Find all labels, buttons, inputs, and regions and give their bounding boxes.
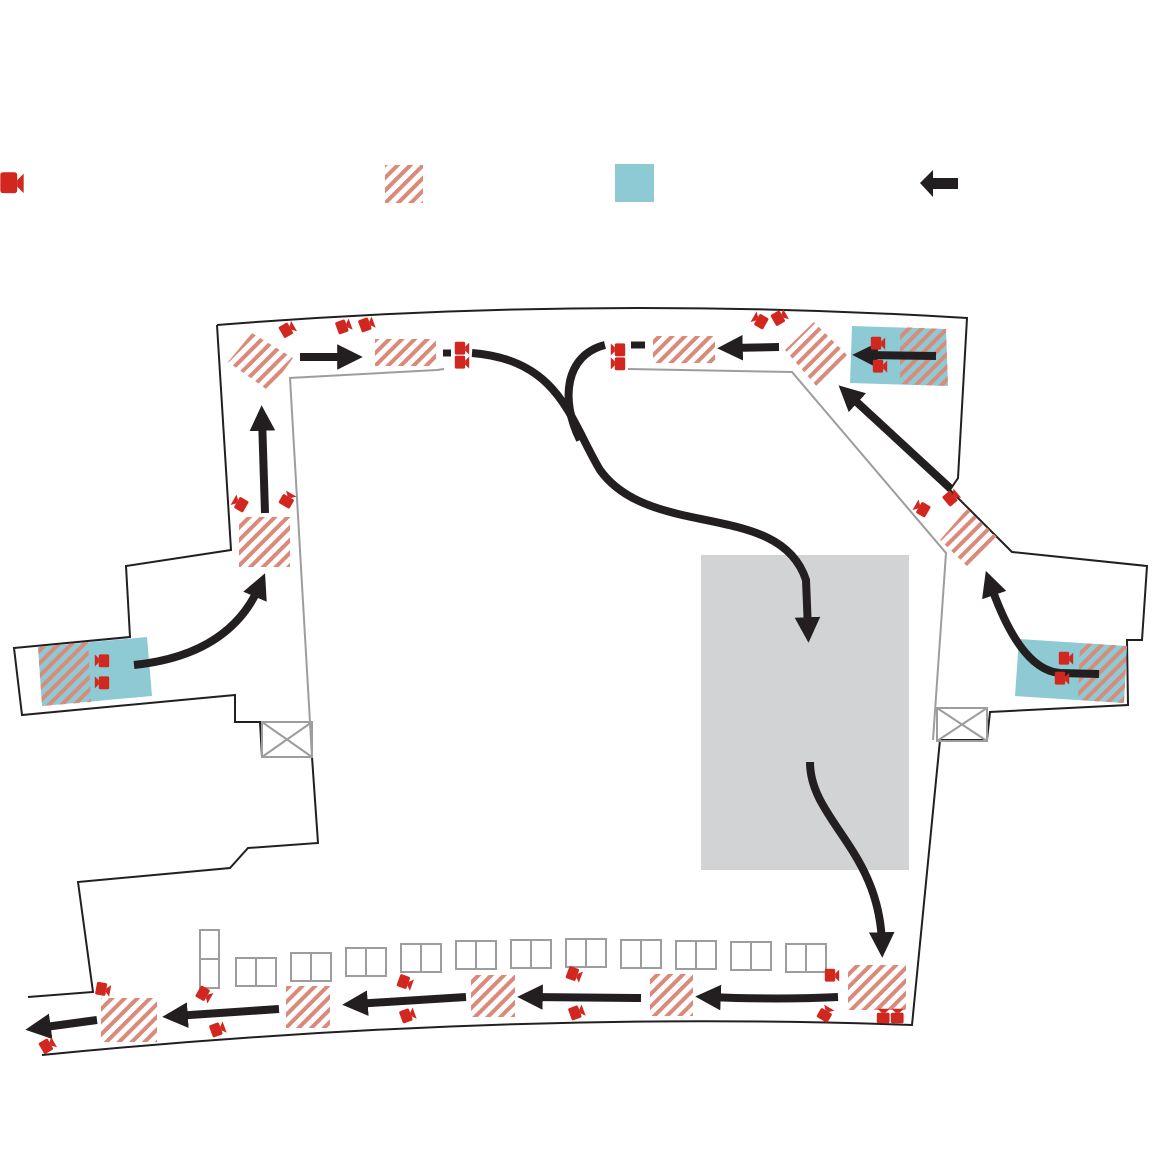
stall [400,943,442,973]
video-camera-icon [396,973,415,991]
hatched-area-swatch [385,165,423,203]
hatched-zone [653,336,715,363]
inner-wall-top-left [288,368,445,758]
video-camera-icon [208,1020,227,1038]
hatched-zone [375,339,436,366]
elevator-right [936,707,988,742]
stall [675,940,717,970]
video-camera-icon [278,490,297,510]
stall [730,941,772,971]
video-camera-icon [565,965,584,983]
flow-arrow [249,405,276,514]
stall [345,947,387,977]
inner-walls [261,368,988,758]
hatched-zone [101,998,157,1042]
outer-walls [12,307,1149,1056]
building-outline [12,307,1149,1056]
flow-arrows [25,334,1100,1039]
video-camera-icon [38,1036,58,1055]
hatched-zone [38,642,91,706]
video-camera-icon [94,981,112,997]
flow-arrow [517,984,642,1010]
flow-arrow [564,341,607,442]
hatched-zone [650,974,693,1016]
stall [199,929,220,989]
stall [290,952,332,982]
flow-arrow [25,1013,98,1039]
hatched-zone [228,333,293,391]
elevator-left [261,721,313,758]
legend-hatched [385,165,423,203]
video-camera-icon [454,355,470,369]
video-camera-icon [816,1004,835,1024]
flow-arrow-stub [443,341,645,357]
flow-arrow [806,761,895,958]
cameras [38,308,1074,1055]
flow-arrow [162,1002,280,1028]
stalls [199,929,827,989]
video-camera-icon [398,1006,417,1024]
hatched-zone [785,322,847,388]
legend [0,164,958,203]
hatched-zone [1078,643,1127,703]
video-camera-icon [824,968,840,982]
stall [455,940,497,970]
stall [620,939,662,969]
stall [510,939,552,969]
flow-arrow [838,385,954,492]
flow-arrow [717,334,780,361]
legend-blue-zone [615,164,654,202]
flow-arrow-icon [920,170,958,197]
legend-arrow [920,170,958,197]
inner-wall-top-right [627,368,948,741]
video-camera-icon [278,320,298,339]
hatched-zone [471,975,515,1017]
video-camera-icon [610,343,626,357]
blue-zone-swatch [615,164,654,202]
video-camera-icon [454,341,470,355]
video-camera-icon [357,315,376,333]
video-camera-icon [567,1003,586,1021]
hatched-zone [940,509,997,569]
video-camera-icon [0,172,24,194]
flow-arrow [342,990,467,1016]
flow-arrow [471,349,821,643]
stall [565,938,607,968]
flow-arrow [695,984,839,1011]
stall [235,957,277,987]
hatched-zone [848,965,906,1010]
flow-arrow [852,342,937,368]
flow-arrow [133,573,267,669]
hatched-zones [38,322,1127,1042]
video-camera-icon [890,1008,904,1024]
video-camera-icon [610,357,626,371]
video-camera-icon [334,317,353,335]
hatched-zone [286,986,330,1028]
legend-camera [0,172,24,194]
video-camera-icon [876,1008,890,1024]
hatched-zone [239,517,290,567]
stall [785,943,827,973]
video-camera-icon [230,494,250,513]
video-camera-icon [750,311,770,330]
